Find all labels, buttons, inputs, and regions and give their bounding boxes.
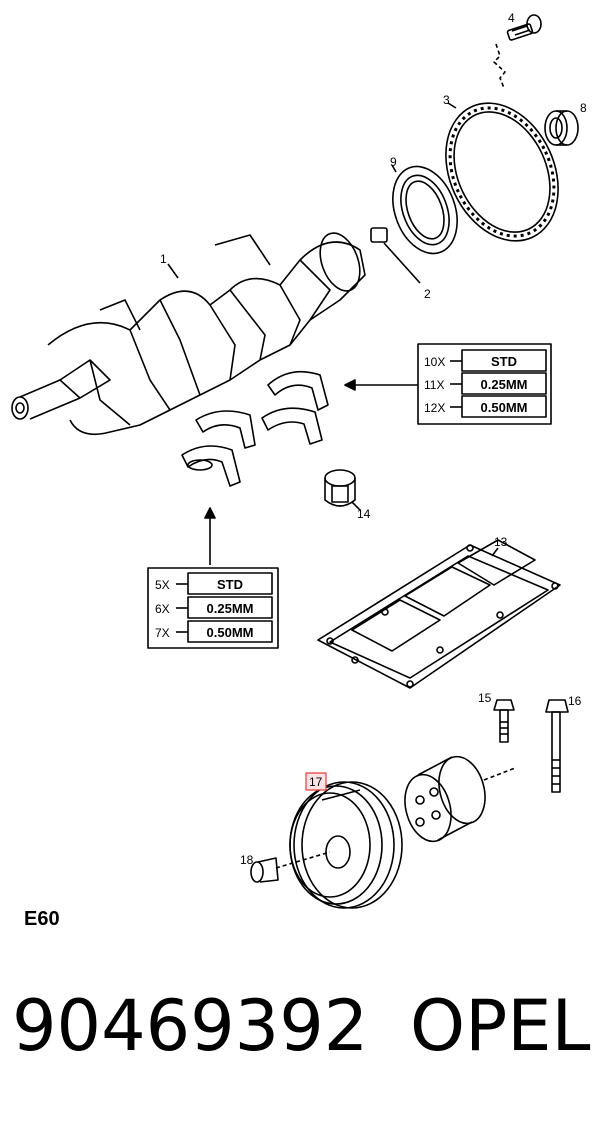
- callout-17-highlight: [305, 772, 327, 791]
- upper-table-size-0: STD: [491, 354, 517, 369]
- upper-table-size-2: 0.50MM: [481, 400, 528, 415]
- callout-1: 1: [160, 252, 167, 266]
- brand-name: OPEL: [410, 985, 591, 1067]
- footer: 90469392 OPEL: [0, 985, 600, 1095]
- part-bolt-18: [250, 851, 331, 883]
- upper-bearing-table: [417, 343, 552, 425]
- parts-diagram: 4 3 8 9 1 2 14 13 15 16 17 18 10X 11X 12…: [11, 11, 587, 909]
- section-code: E60: [24, 908, 60, 930]
- callout-15: 15: [478, 691, 492, 705]
- part-pulley-17: [289, 781, 403, 909]
- callout-2: 2: [424, 287, 431, 301]
- part-seal-9: [391, 164, 458, 255]
- callout-8: 8: [580, 101, 587, 115]
- part-screw-4: [493, 14, 542, 89]
- upper-table-size-1: 0.25MM: [481, 377, 528, 392]
- part-number: 90469392: [12, 985, 369, 1067]
- part-key-2: [370, 227, 421, 284]
- callout-4: 4: [508, 11, 515, 25]
- lower-bearing-table: [147, 567, 279, 649]
- callout-18: 18: [240, 853, 254, 867]
- lower-table-qty-1: 6X: [155, 602, 170, 616]
- callout-3: 3: [443, 93, 450, 107]
- part-bolt-16: [545, 699, 569, 793]
- lower-table-size-1: 0.25MM: [207, 601, 254, 616]
- upper-table-qty-0: 10X: [424, 355, 445, 369]
- part-thrust-bearing-14: [324, 469, 361, 511]
- part-timing-gear: [404, 755, 516, 843]
- lower-table-qty-0: 5X: [155, 578, 170, 592]
- lower-table-size-0: STD: [217, 577, 243, 592]
- lower-table-qty-2: 7X: [155, 626, 170, 640]
- upper-table-qty-1: 11X: [424, 378, 444, 392]
- callout-16: 16: [568, 694, 582, 708]
- callout-9: 9: [390, 155, 397, 169]
- part-upper-bearing-shells: [181, 370, 329, 487]
- callout-13: 13: [494, 535, 508, 549]
- part-bolt-15: [493, 699, 515, 743]
- upper-table-qty-2: 12X: [424, 401, 445, 415]
- callout-17: 17: [309, 775, 323, 789]
- part-pilot-bearing-8: [544, 110, 579, 146]
- part-crankshaft-1: [11, 232, 366, 436]
- lower-table-size-2: 0.50MM: [207, 625, 254, 640]
- part-bearing-bridge-13: [317, 539, 561, 689]
- table-arrows: [204, 379, 418, 565]
- callout-14: 14: [357, 507, 371, 521]
